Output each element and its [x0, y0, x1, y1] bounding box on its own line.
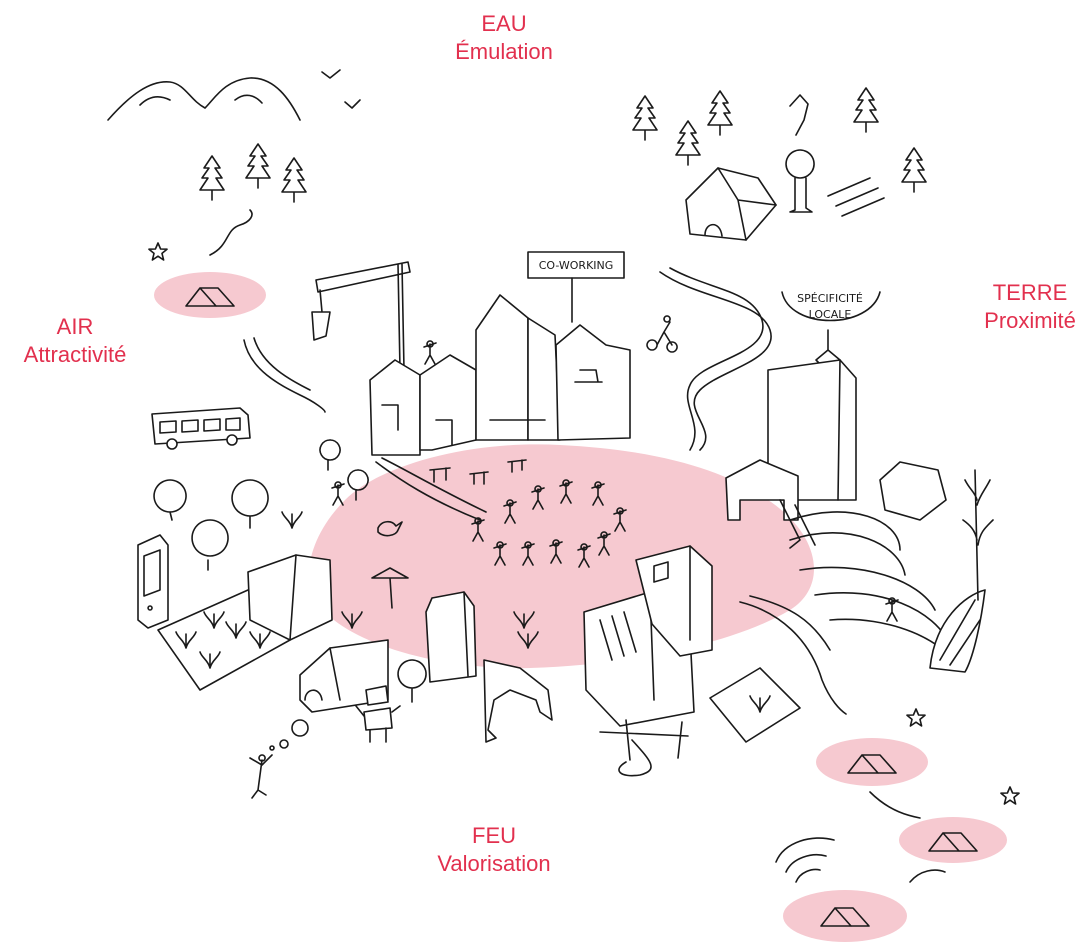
fir-tree-icon — [901, 147, 927, 193]
bird-icon — [321, 69, 341, 79]
path-squiggle — [243, 337, 326, 413]
playground-house — [725, 459, 799, 521]
cyclist-icon — [646, 315, 678, 353]
label-air: AIR Attractivité — [10, 313, 140, 369]
label-feu-subtitle: Valorisation — [437, 851, 551, 876]
crane-icon — [311, 261, 411, 371]
winding-road — [659, 267, 772, 451]
plaza-path — [375, 457, 487, 521]
round-tree-icon — [347, 469, 369, 501]
coworking-sign — [527, 251, 625, 279]
town-buildings — [369, 359, 421, 456]
label-eau-subtitle: Émulation — [455, 39, 553, 64]
dancing-person-icon — [249, 754, 273, 799]
label-terre-title: TERRE — [992, 280, 1068, 305]
path-squiggle — [209, 209, 253, 256]
greenhouse-shed — [247, 554, 333, 641]
label-terre: TERRE Proximité — [976, 279, 1084, 335]
garden-plot-2 — [709, 667, 801, 743]
path-squiggle — [909, 869, 946, 883]
label-eau: EAU Émulation — [444, 10, 564, 66]
sprout-icon — [281, 511, 303, 529]
label-eau-title: EAU — [481, 11, 527, 36]
worker-icon — [423, 340, 437, 365]
round-tree-icon — [191, 519, 229, 571]
specificite-line1: SPÉCIFICITÉ — [797, 292, 863, 305]
label-feu: FEU Valorisation — [424, 822, 564, 878]
specificite-line2: LOCALE — [809, 308, 852, 321]
bus-icon — [151, 407, 251, 445]
fir-tree-icon — [199, 155, 225, 201]
round-tree-icon — [153, 479, 187, 521]
cornstalk-icon — [962, 469, 994, 601]
fir-tree-icon — [632, 95, 658, 141]
tent-blob-2 — [899, 817, 1007, 863]
round-tree-icon — [319, 439, 341, 471]
slide — [779, 499, 816, 549]
cafe-tables — [429, 459, 527, 485]
tent-blob-air — [154, 272, 266, 318]
robotic-arm-icon — [483, 659, 553, 743]
walker-with-dog-icon — [599, 719, 689, 777]
fir-tree-icon — [675, 120, 701, 166]
sprout-icon — [199, 651, 221, 669]
statue-icon — [785, 94, 815, 213]
mountain-icon — [107, 77, 301, 121]
gardener-icon — [331, 481, 345, 506]
river-path — [739, 595, 847, 715]
sprout-icon — [175, 631, 197, 649]
label-terre-subtitle: Proximité — [984, 308, 1076, 333]
star-icon — [1000, 786, 1020, 805]
sprout-icon — [203, 611, 225, 629]
star-icon — [906, 708, 926, 727]
fir-tree-icon — [853, 87, 879, 133]
sprout-icon — [249, 631, 271, 649]
chicken-icon — [377, 520, 403, 537]
field-rows — [789, 511, 961, 671]
barn-icon — [879, 461, 947, 521]
tent-blob-3 — [783, 890, 907, 942]
round-tree-icon — [231, 479, 269, 529]
logs-icon — [827, 177, 885, 217]
sprout-icon — [225, 621, 247, 639]
thought-bubble — [291, 719, 309, 737]
star-icon — [148, 242, 168, 261]
bird-icon — [344, 99, 361, 109]
round-tree-icon — [397, 659, 427, 703]
umbrella-icon — [371, 567, 409, 609]
tent-blob-1 — [816, 738, 928, 786]
vending-machine-icon — [137, 534, 169, 629]
fir-tree-icon — [707, 90, 733, 136]
robot-icon — [363, 685, 393, 731]
sprout-icon — [749, 695, 771, 713]
coworking-sign-text: CO-WORKING — [539, 259, 614, 272]
path-squiggle — [869, 791, 921, 819]
fir-tree-icon — [245, 143, 271, 189]
wifi-waves-icon — [775, 837, 835, 883]
label-air-subtitle: Attractivité — [23, 342, 127, 367]
box-building — [425, 591, 477, 683]
fir-tree-icon — [281, 157, 307, 203]
specificite-locale-sign — [781, 291, 881, 322]
label-air-title: AIR — [56, 314, 94, 339]
label-feu-title: FEU — [472, 823, 516, 848]
